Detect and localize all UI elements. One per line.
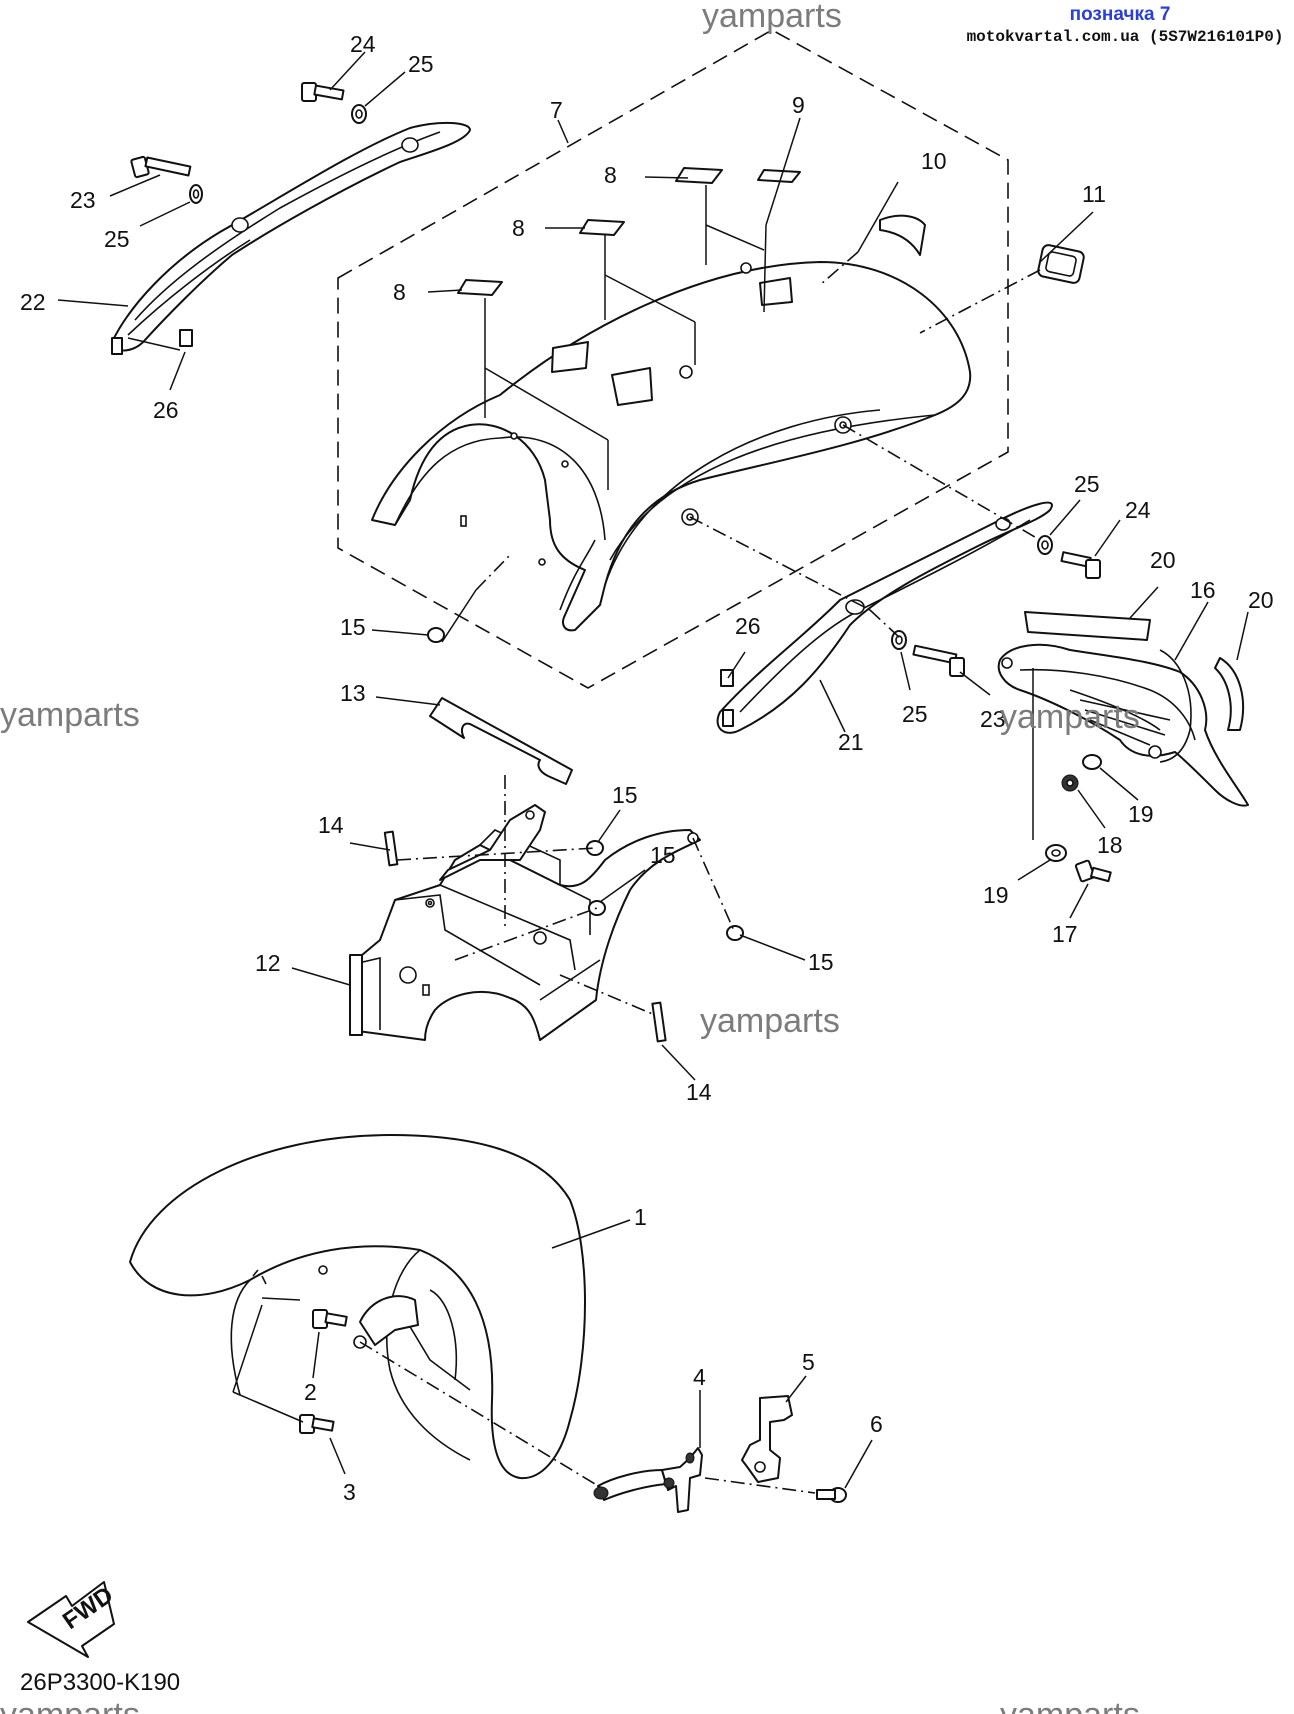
callout-17: 17 bbox=[1052, 921, 1078, 947]
callout-25-b: 25 bbox=[104, 226, 130, 252]
fender-leaders bbox=[427, 117, 1094, 490]
pad-right bbox=[651, 1001, 667, 1043]
callout-24-right: 24 bbox=[1125, 497, 1151, 523]
callout-15-b: 15 bbox=[650, 842, 676, 868]
callout-2: 2 bbox=[304, 1379, 317, 1405]
callout-14-left: 14 bbox=[318, 812, 344, 838]
callout-15-top: 15 bbox=[340, 614, 366, 640]
callout-3: 3 bbox=[343, 1479, 356, 1505]
watermark-top: yamparts bbox=[702, 0, 842, 35]
watermark-left: yamparts bbox=[0, 696, 140, 734]
callout-21: 21 bbox=[838, 729, 864, 755]
callout-25-c: 25 bbox=[1074, 471, 1100, 497]
callout-18: 18 bbox=[1097, 832, 1123, 858]
front-leaders bbox=[232, 1219, 873, 1494]
callout-1: 1 bbox=[634, 1204, 647, 1230]
tail-hardware bbox=[1045, 754, 1112, 883]
callout-13: 13 bbox=[340, 680, 366, 706]
callout-10: 10 bbox=[921, 148, 947, 174]
right-fender-stay bbox=[716, 501, 1053, 734]
callout-22: 22 bbox=[20, 289, 46, 315]
rear-fender bbox=[371, 167, 1085, 632]
right-hardware-leaders bbox=[689, 424, 1121, 733]
callout-14-right: 14 bbox=[686, 1079, 712, 1105]
left-hardware bbox=[130, 82, 367, 204]
callout-15-c: 15 bbox=[808, 949, 834, 975]
callout-15-a: 15 bbox=[612, 782, 638, 808]
fwd-arrow: FWD bbox=[27, 1581, 118, 1658]
inner-leaders bbox=[291, 554, 806, 1081]
callout-23-right: 23 bbox=[980, 706, 1006, 732]
tail-bracket bbox=[997, 611, 1249, 807]
front-fender bbox=[129, 1134, 586, 1480]
callout-5: 5 bbox=[802, 1349, 815, 1375]
callout-16: 16 bbox=[1190, 577, 1216, 603]
right-hardware bbox=[891, 535, 1101, 677]
callout-25-a: 25 bbox=[408, 51, 434, 77]
callout-labels: 1 2 3 4 5 6 7 8 8 8 9 10 11 12 13 14 14 … bbox=[20, 31, 1274, 1505]
watermark-center: yamparts bbox=[700, 1002, 840, 1040]
callout-6: 6 bbox=[870, 1411, 883, 1437]
shim-plate bbox=[429, 697, 573, 785]
rear-fender-assembly-box bbox=[337, 29, 1009, 689]
pad-left bbox=[383, 830, 399, 867]
callout-8-top: 8 bbox=[604, 162, 617, 188]
left-fender-stay bbox=[111, 121, 471, 355]
site-title: позначка 7 bbox=[1069, 4, 1171, 25]
tail-leaders bbox=[1017, 586, 1249, 919]
callout-8-low: 8 bbox=[393, 279, 406, 305]
callout-19-a: 19 bbox=[1128, 801, 1154, 827]
callout-24-left: 24 bbox=[350, 31, 376, 57]
hose-holder bbox=[593, 1395, 847, 1513]
callout-12: 12 bbox=[255, 950, 281, 976]
callout-4: 4 bbox=[693, 1364, 706, 1390]
front-bolts bbox=[299, 1309, 348, 1434]
site-source: motokvartal.com.ua (5S7W216101P0) bbox=[966, 28, 1284, 46]
callout-26-left: 26 bbox=[153, 397, 179, 423]
callout-25-d: 25 bbox=[902, 701, 928, 727]
watermark-bottom-right: yamparts bbox=[1000, 1696, 1140, 1714]
callout-23-left: 23 bbox=[70, 187, 96, 213]
callout-8-mid: 8 bbox=[512, 215, 525, 241]
left-hardware-leaders bbox=[57, 51, 406, 391]
watermark-right: yamparts bbox=[1000, 698, 1140, 736]
watermark-bottom-left: yamparts bbox=[0, 1696, 140, 1714]
callout-20-a: 20 bbox=[1150, 547, 1176, 573]
diagram-code: 26P3300-K190 bbox=[20, 1669, 180, 1696]
callout-11: 11 bbox=[1082, 181, 1106, 207]
callout-19-b: 19 bbox=[983, 882, 1009, 908]
callout-26-right: 26 bbox=[735, 613, 761, 639]
callout-20-b: 20 bbox=[1248, 587, 1274, 613]
callout-7: 7 bbox=[550, 97, 563, 123]
callout-9: 9 bbox=[792, 92, 805, 118]
watermarks: yamparts yamparts yamparts yamparts yamp… bbox=[0, 0, 1140, 1714]
inner-fender bbox=[349, 804, 701, 1041]
